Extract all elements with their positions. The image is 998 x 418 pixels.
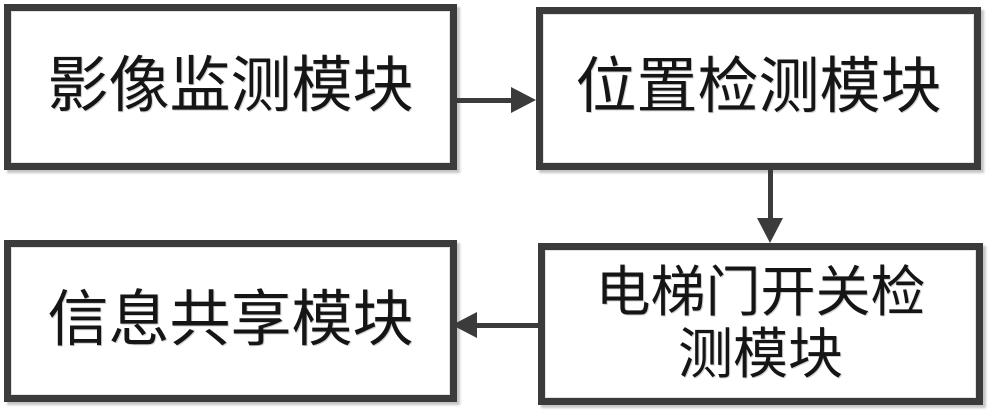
connector-position-to-door-switch <box>757 168 783 246</box>
node-label-info-share: 信息共享模块 <box>47 286 414 354</box>
diagram-node-info-share[interactable]: 信息共享模块 <box>4 240 457 402</box>
node-inner-frame: 影像监测模块 <box>11 11 450 163</box>
node-inner-frame: 电梯门开关检 测模块 <box>545 250 976 398</box>
diagram-node-door-switch[interactable]: 电梯门开关检 测模块 <box>538 243 983 405</box>
connector-line <box>476 323 544 328</box>
node-inner-frame: 信息共享模块 <box>11 247 450 395</box>
node-label-door-switch: 电梯门开关检 测模块 <box>595 262 926 385</box>
diagram-node-image-monitor[interactable]: 影像监测模块 <box>4 4 457 170</box>
arrow-left-icon <box>452 312 477 338</box>
connector-door-switch-to-info-share <box>452 312 544 338</box>
connector-line <box>768 168 773 223</box>
connector-image-monitor-to-position <box>455 87 541 113</box>
node-label-position: 位置检测模块 <box>575 54 942 122</box>
node-label-image-monitor: 影像监测模块 <box>47 52 414 120</box>
node-inner-frame: 位置检测模块 <box>543 14 974 163</box>
connector-line <box>455 98 517 103</box>
arrow-down-icon <box>757 218 783 243</box>
diagram-node-position[interactable]: 位置检测模块 <box>536 7 981 170</box>
arrow-right-icon <box>511 87 536 113</box>
